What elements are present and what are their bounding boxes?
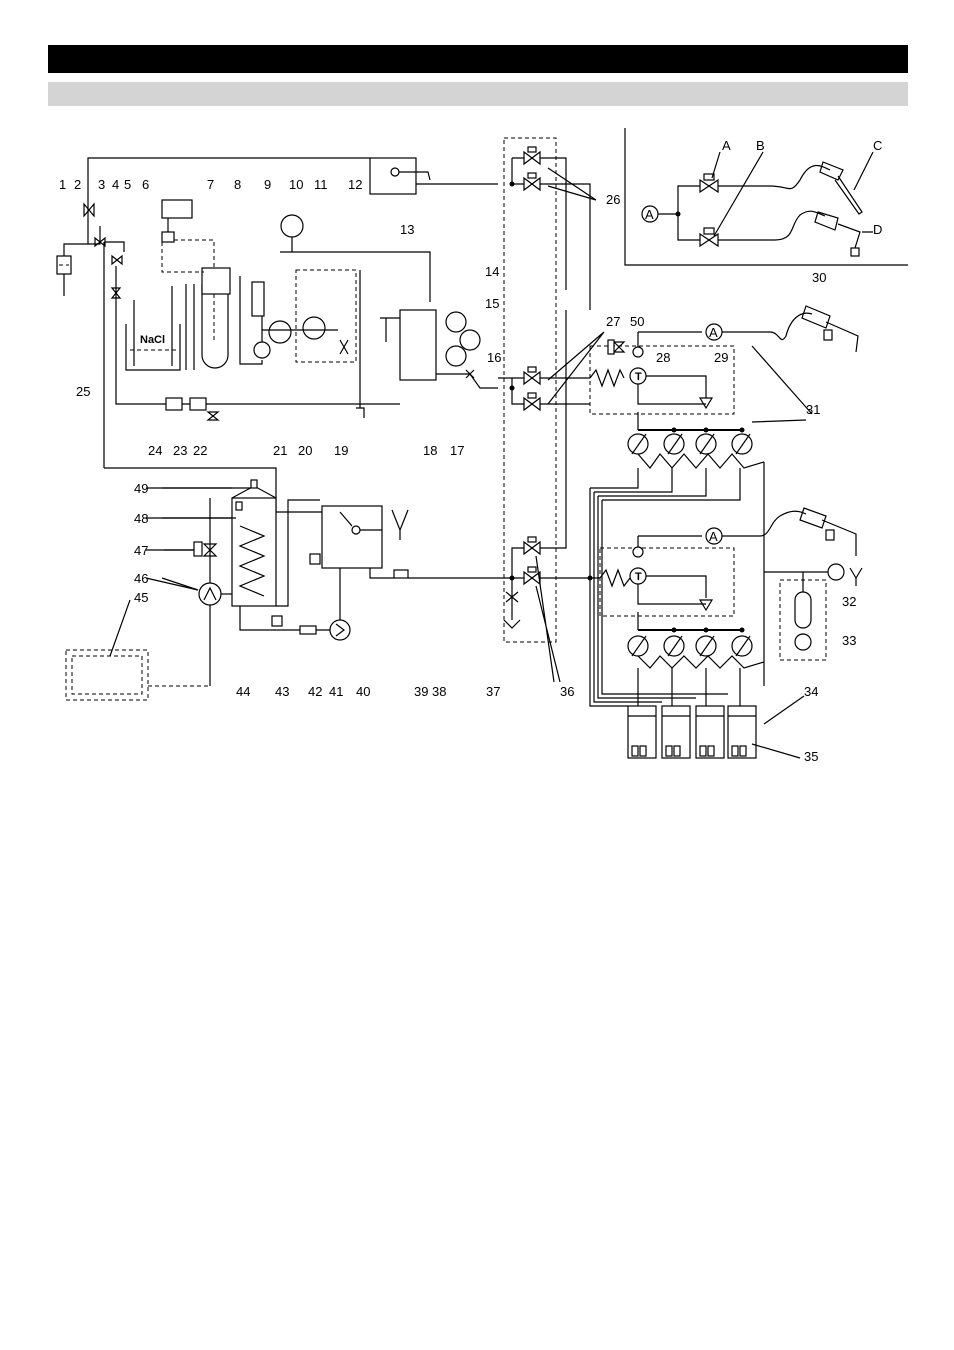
label-4: 4: [112, 177, 119, 192]
label-50: 50: [630, 314, 644, 329]
label-33: 33: [842, 633, 856, 648]
lower-pump-row: [628, 628, 764, 669]
label-11: 11: [314, 177, 328, 192]
label-39: 39: [414, 684, 428, 699]
label-14: 14: [485, 264, 499, 279]
label-20: 20: [298, 443, 312, 458]
label-22: 22: [193, 443, 207, 458]
label-45: 45: [134, 590, 148, 605]
upper-pump-row: [628, 428, 764, 469]
label-1: 1: [59, 177, 66, 192]
inset-valve-detail: A: [625, 128, 908, 265]
label-6: 6: [142, 177, 149, 192]
label-23: 23: [173, 443, 187, 458]
label-3: 3: [98, 177, 105, 192]
label-38: 38: [432, 684, 446, 699]
label-44: 44: [236, 684, 250, 699]
svg-text:T: T: [635, 371, 642, 383]
boiler-section: [66, 468, 498, 700]
label-43: 43: [275, 684, 289, 699]
label-37: 37: [486, 684, 500, 699]
label-15: 15: [485, 296, 499, 311]
label-28: 28: [656, 350, 670, 365]
label-49: 49: [134, 481, 148, 496]
label-30: 30: [812, 270, 826, 285]
label-10: 10: [289, 177, 303, 192]
label-18: 18: [423, 443, 437, 458]
water-inlet-section: NaCl: [57, 158, 498, 468]
label-36: 36: [560, 684, 574, 699]
label-C: C: [873, 138, 882, 153]
label-32: 32: [842, 594, 856, 609]
label-26: 26: [606, 192, 620, 207]
label-12: 12: [348, 177, 362, 192]
inset-circle-a-label: A: [645, 207, 654, 222]
label-31: 31: [806, 402, 820, 417]
label-13: 13: [400, 222, 414, 237]
label-21: 21: [273, 443, 287, 458]
label-D: D: [873, 222, 882, 237]
label-9: 9: [264, 177, 271, 192]
svg-text:T: T: [635, 571, 642, 583]
label-27: 27: [606, 314, 620, 329]
label-29: 29: [714, 350, 728, 365]
label-41: 41: [329, 684, 343, 699]
product-tanks: [628, 706, 756, 758]
label-47: 47: [134, 543, 148, 558]
label-2: 2: [74, 177, 81, 192]
label-16: 16: [487, 350, 501, 365]
label-40: 40: [356, 684, 370, 699]
label-35: 35: [804, 749, 818, 764]
dispensing-groups: T A T A: [588, 306, 863, 758]
nacl-label: NaCl: [140, 334, 165, 346]
circle-a-lower: A: [709, 529, 718, 544]
label-46: 46: [134, 571, 148, 586]
label-34: 34: [804, 684, 818, 699]
central-manifold: [498, 138, 604, 682]
label-25: 25: [76, 384, 90, 399]
label-24: 24: [148, 443, 162, 458]
label-8: 8: [234, 177, 241, 192]
label-7: 7: [207, 177, 214, 192]
label-17: 17: [450, 443, 464, 458]
label-5: 5: [124, 177, 131, 192]
label-48: 48: [134, 511, 148, 526]
label-A: A: [722, 138, 731, 153]
circle-a-upper: A: [709, 325, 718, 340]
label-19: 19: [334, 443, 348, 458]
label-42: 42: [308, 684, 322, 699]
label-B: B: [756, 138, 765, 153]
